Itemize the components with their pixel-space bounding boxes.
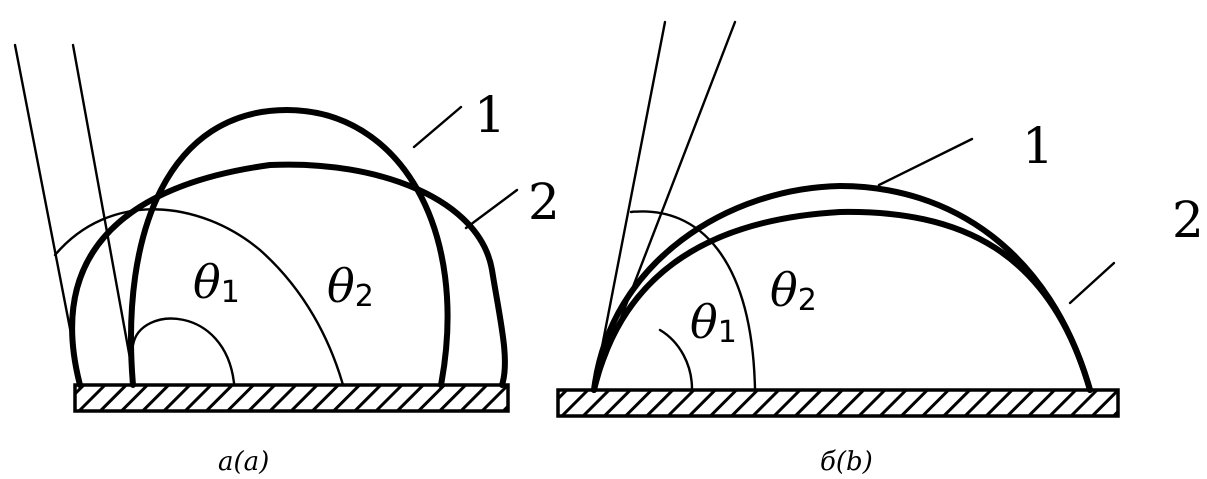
tangent-line-2-b xyxy=(592,20,737,390)
leader-line-1-a xyxy=(412,105,463,149)
panel-b: 1 2 θ1 θ2 б(b) xyxy=(556,20,1204,477)
angle-arc-theta2-b xyxy=(629,210,757,391)
angle-arc-theta1-b xyxy=(658,328,694,391)
label-1-a: 1 xyxy=(474,86,506,144)
leader-line-2-a xyxy=(464,188,519,230)
tangent-line-1-b xyxy=(592,20,667,390)
drop-1-outline-a xyxy=(128,106,451,388)
tangent-line-1-a xyxy=(13,43,81,377)
tangent-line-2-a xyxy=(71,43,135,377)
theta1-label-a: θ1 xyxy=(193,255,240,310)
theta2-label-b: θ2 xyxy=(770,263,817,318)
drop-2-outline-a xyxy=(69,161,508,388)
theta2-label-a: θ2 xyxy=(327,259,374,314)
substrate-b xyxy=(556,388,1120,418)
label-2-a: 2 xyxy=(528,173,560,231)
label-1-b: 1 xyxy=(1022,117,1054,175)
caption-b: б(b) xyxy=(820,447,873,477)
angle-arc-theta2-a xyxy=(53,208,345,387)
drop-2-outline-b xyxy=(591,208,1093,393)
caption-a: а(a) xyxy=(218,447,269,477)
theta1-label-b: θ1 xyxy=(690,295,737,350)
drop-1-outline-b xyxy=(591,182,1093,393)
leader-line-2-b xyxy=(1068,261,1116,305)
panel-a: 1 2 θ1 θ2 а(a) xyxy=(13,43,560,477)
angle-arc-theta1-a xyxy=(131,317,236,385)
label-2-b: 2 xyxy=(1172,191,1204,249)
substrate-a xyxy=(73,383,510,413)
leader-line-1-b xyxy=(877,137,974,187)
